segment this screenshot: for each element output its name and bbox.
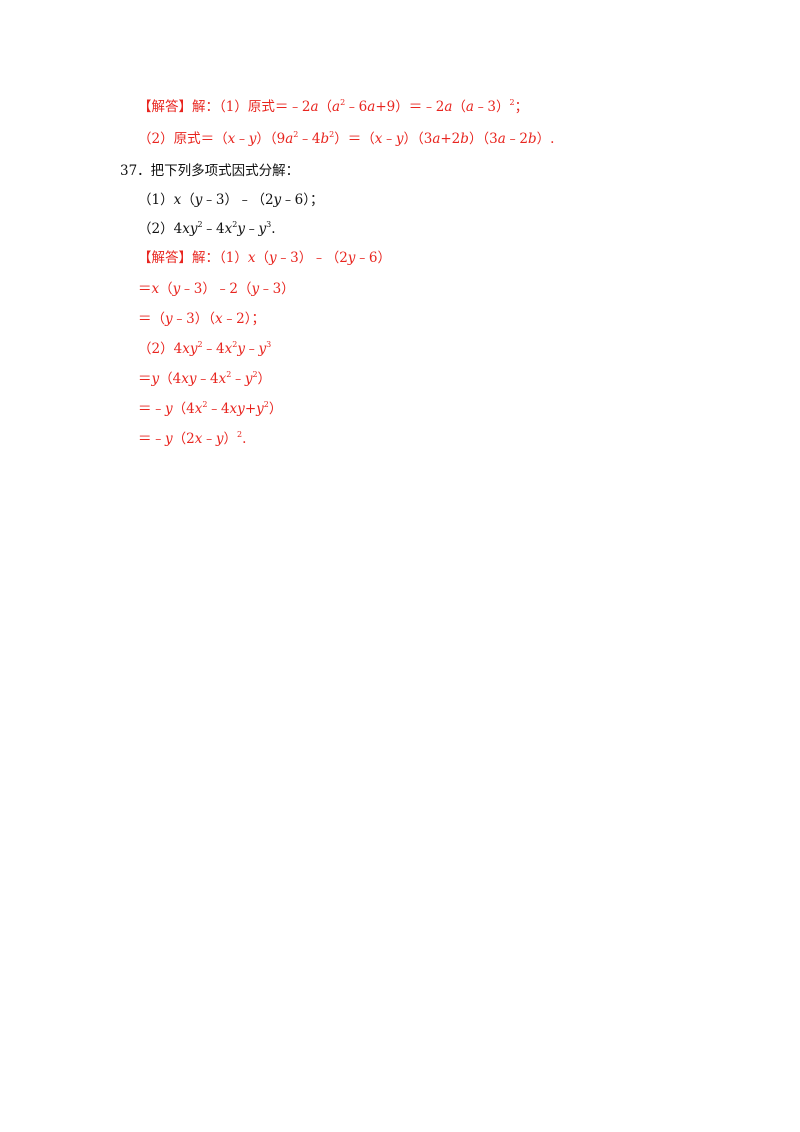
answer37-step1: 【解答】解：（1）x（y﹣3）﹣（2y﹣6） xyxy=(138,250,392,266)
answer37-step7: ＝﹣y（2x﹣y）2. xyxy=(138,430,247,448)
answer37-step3: ＝（y﹣3）（x﹣2）； xyxy=(138,311,265,327)
answer37-step5: ＝y（4xy﹣4x2﹣y2） xyxy=(138,370,272,388)
answer37-step4: （2）4xy2﹣4x2y﹣y3 xyxy=(138,340,272,358)
answer37-step2: ＝x（y﹣3）﹣2（y﹣3） xyxy=(138,281,295,297)
problem37-part2: （2）4xy2﹣4x2y﹣y3. xyxy=(138,220,276,238)
answer36-line1: 【解答】解：（1）原式＝﹣2a（a2﹣6a+9）＝﹣2a（a﹣3）2； xyxy=(138,98,529,116)
answer-label: 【解答】 xyxy=(138,250,192,266)
answer-label: 【解答】 xyxy=(138,99,192,115)
problem37-title: 37．把下列多项式因式分解： xyxy=(120,163,300,179)
problem37-part1: （1）x（y﹣3）﹣（2y﹣6）； xyxy=(138,192,324,208)
answer36-line2: （2）原式＝（x﹣y）（9a2﹣4b2）＝（x﹣y）（3a+2b）（3a﹣2b）… xyxy=(138,130,555,148)
answer37-step6: ＝﹣y（4x2﹣4xy+y2） xyxy=(138,400,283,418)
